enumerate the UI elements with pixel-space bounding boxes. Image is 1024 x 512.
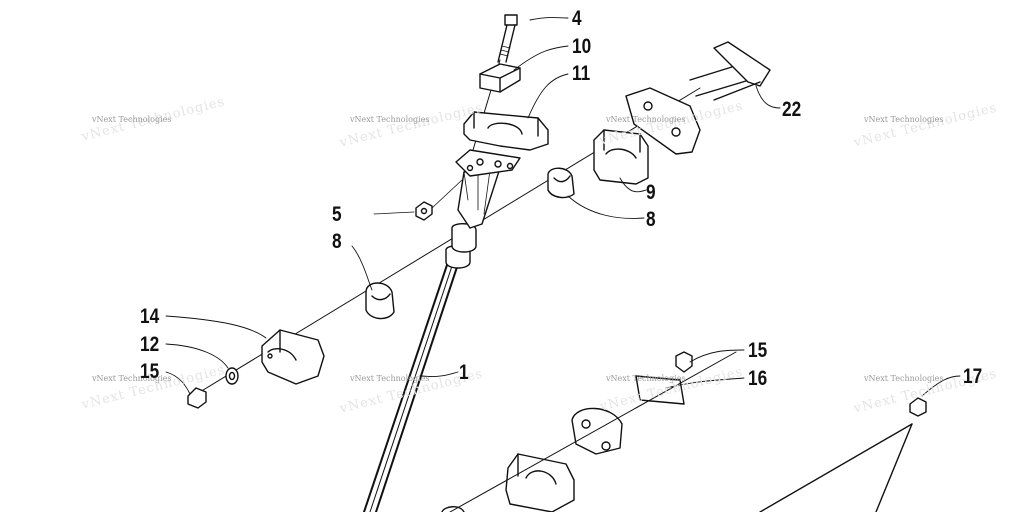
mounting-plate (625, 41, 771, 155)
watermark: vNext Technologies (92, 374, 172, 383)
bushing-left (365, 282, 395, 320)
callout-8-right: 8 (646, 208, 656, 231)
steering-post (363, 149, 521, 512)
nut-5 (373, 179, 463, 221)
clamp-9 (593, 129, 649, 185)
callout-9: 9 (646, 181, 656, 204)
callout-11: 11 (572, 62, 591, 85)
clamp-14 (261, 329, 325, 385)
callout-17: 17 (963, 365, 983, 388)
watermark: vNext Technologies (350, 115, 430, 124)
cap-upper (479, 63, 521, 93)
callout-15-right: 15 (748, 339, 768, 362)
callout-15-left: 15 (140, 360, 160, 383)
callout-14: 14 (140, 305, 160, 328)
watermark: vNext Technologies (606, 374, 686, 383)
nut-15-left (187, 387, 207, 409)
callout-5: 5 (332, 203, 342, 226)
bolt (497, 14, 518, 63)
callout-16: 16 (748, 367, 768, 390)
callout-12: 12 (140, 333, 160, 356)
washer-12 (225, 367, 239, 385)
watermark: vNext Technologies (92, 115, 172, 124)
leader-lines (165, 17, 961, 397)
watermark: vNext Technologies (606, 115, 686, 124)
callout-10: 10 (572, 35, 592, 58)
callout-8-left: 8 (332, 230, 342, 253)
watermark: vNext Technologies (864, 115, 944, 124)
callout-22: 22 (782, 98, 802, 121)
watermark: vNext Technologies (350, 374, 430, 383)
nut-17 (759, 397, 927, 512)
callout-1: 1 (459, 361, 469, 384)
watermark: vNext Technologies (864, 374, 944, 383)
bushing-right (547, 167, 575, 199)
steering-block (463, 111, 549, 151)
lower-bracket (441, 351, 737, 512)
callout-4: 4 (572, 7, 582, 30)
